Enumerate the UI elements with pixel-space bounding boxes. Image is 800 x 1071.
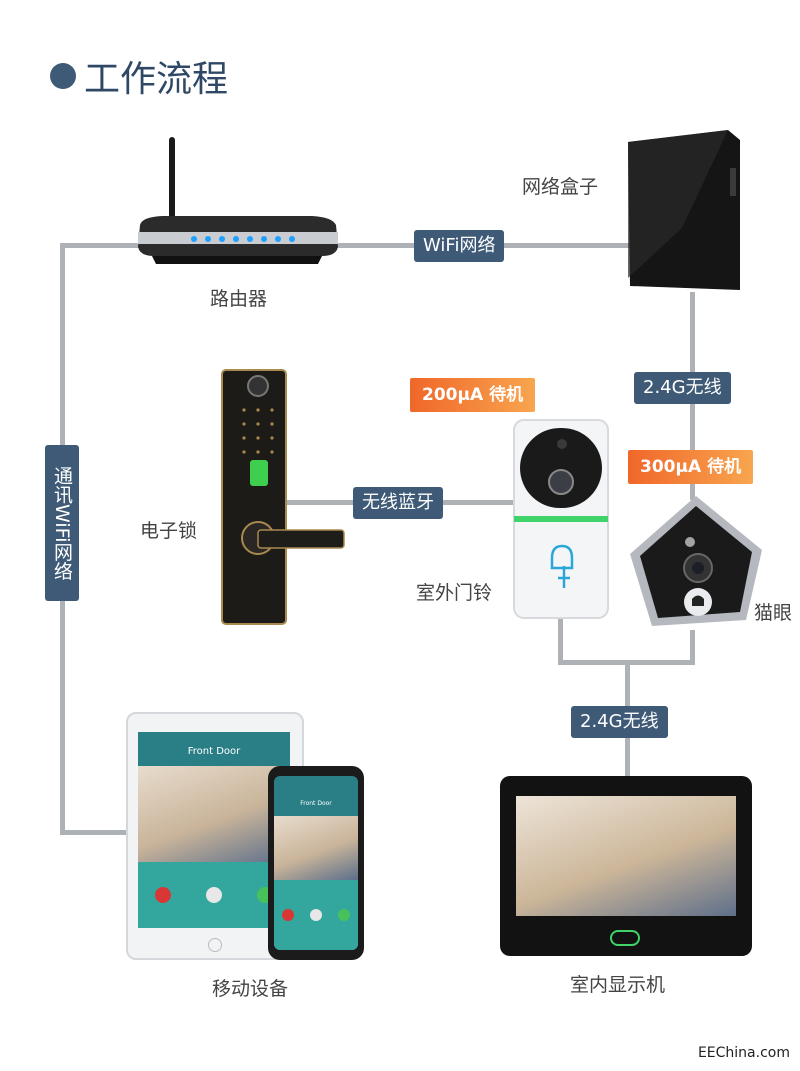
peephole-label: 猫眼 <box>754 602 793 624</box>
doorbell-standby-badge: 200μA 待机 <box>410 378 536 412</box>
watermark: EEChina.com <box>697 1045 790 1061</box>
phone-hangup-icon[interactable] <box>282 909 294 921</box>
peephole-standby-badge: 300μA 待机 <box>628 450 754 484</box>
network-box-label: 网络盒子 <box>522 176 599 198</box>
mobile-device-label: 移动设备 <box>212 978 289 1000</box>
wireless-24g-tag-top: 2.4G无线 <box>634 372 731 404</box>
tablet-home-button <box>208 938 222 952</box>
tablet-family-photo <box>138 766 290 862</box>
phone-family-photo <box>274 816 358 880</box>
phone-screen: Front Door <box>274 776 358 950</box>
unlock-icon[interactable] <box>205 887 222 903</box>
doorbell-image <box>513 419 609 619</box>
hangup-icon[interactable] <box>155 887 172 903</box>
wire-left-top <box>60 243 150 248</box>
phone-device: Front Door <box>268 766 364 960</box>
title-text: 工作流程 <box>84 59 229 100</box>
router-image <box>138 137 338 264</box>
electronic-lock-label: 电子锁 <box>140 520 198 542</box>
title-bullet <box>50 63 76 89</box>
wireless-24g-tag-bottom: 2.4G无线 <box>571 706 668 738</box>
tablet-screen-header: Front Door <box>187 746 241 757</box>
electronic-lock-image <box>221 369 345 625</box>
monitor-screen <box>516 796 736 916</box>
wire-left-bottom <box>60 830 132 835</box>
network-box-image <box>628 130 740 290</box>
vertical-wifi-tag: 通讯WiFi网络 <box>45 445 79 601</box>
peephole-image <box>630 496 762 626</box>
wire-peephole-down <box>690 630 695 665</box>
wire-doorbell-down <box>558 615 563 665</box>
page-title: 工作流程 <box>50 50 228 102</box>
router-lights <box>191 236 295 242</box>
wifi-network-tag: WiFi网络 <box>414 230 505 262</box>
indoor-monitor-label: 室内显示机 <box>570 974 666 996</box>
phone-answer-icon[interactable] <box>338 909 350 921</box>
phone-call-controls <box>274 880 358 950</box>
wireless-bluetooth-tag: 无线蓝牙 <box>353 487 443 519</box>
router-label: 路由器 <box>210 288 268 310</box>
bell-touch-icon <box>550 544 574 570</box>
tablet-call-controls <box>138 862 290 928</box>
bell-icon <box>692 595 704 606</box>
phone-screen-header: Front Door <box>300 800 332 807</box>
monitor-button[interactable] <box>610 930 640 946</box>
phone-unlock-icon[interactable] <box>310 909 322 921</box>
doorbell-label: 室外门铃 <box>416 582 493 604</box>
indoor-monitor-device <box>500 776 752 956</box>
tablet-screen: Front Door <box>138 732 290 928</box>
